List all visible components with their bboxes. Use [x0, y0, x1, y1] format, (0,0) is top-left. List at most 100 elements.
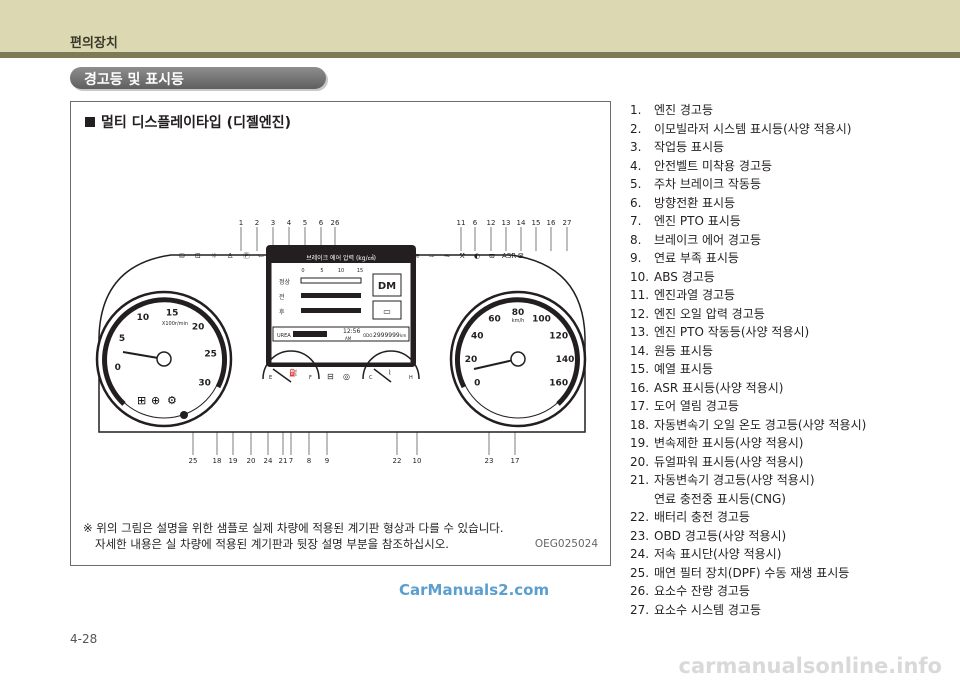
- legend-text: 안전벨트 미착용 경고등: [654, 158, 773, 173]
- callout-top-10: 12: [487, 219, 496, 227]
- callout-bottom-5: 24: [264, 457, 273, 465]
- engine-overheat-icon: ≋: [414, 252, 420, 260]
- odometer-label: ODO: [363, 333, 372, 338]
- callout-bottom-9: 9: [325, 457, 329, 465]
- legend-item: 4.안전벨트 미착용 경고등: [630, 157, 866, 176]
- legend-text: 저속 표시단(사양 적용시): [654, 547, 782, 561]
- legend-number: 23.: [630, 528, 650, 543]
- legend-number: 2.: [630, 121, 642, 136]
- speedo-tick-20: 20: [465, 355, 478, 365]
- legend-number: 3.: [630, 140, 642, 154]
- legend-text: 엔진 경고등: [654, 103, 714, 117]
- legend-item: 17. 도어 열림 경고등: [630, 397, 866, 416]
- callout-top-1: 1: [239, 219, 243, 227]
- callout-top-7: 26: [331, 219, 340, 227]
- speedo-tick-160: 160: [549, 379, 568, 389]
- legend-item: 25.매연 필터 장치(DPF) 수동 재생 표시등: [630, 564, 866, 583]
- callout-bottom-4: 20: [247, 457, 256, 465]
- pressure-row-label: 전: [279, 293, 285, 301]
- shift-limit-icon: ⊕: [151, 394, 160, 407]
- section-title: 경고등 및 표시등: [84, 72, 184, 88]
- battery-icon: ⊟: [327, 372, 334, 381]
- legend-text: 변속제한 표시등(사양 적용시): [654, 436, 804, 450]
- chapter-title: 편의장치: [70, 36, 118, 51]
- legend-text: 엔진과열 경고등: [654, 288, 736, 302]
- legend-text: 엔진 오일 압력 경고등: [654, 306, 765, 321]
- legend-text: 요소수 잔량 경고등: [654, 584, 750, 598]
- legend-text: 엔진 PTO 표시등: [654, 214, 741, 228]
- legend-number: 1.: [630, 103, 642, 117]
- legend-item: 10.ABS 경고등: [630, 268, 866, 287]
- header-band: [0, 0, 960, 52]
- legend-number: 12.: [630, 306, 650, 321]
- speedo-tick-0: 0: [474, 379, 480, 389]
- speedo-tick-80: 80: [512, 308, 525, 318]
- legend-item: 27.요소수 시스템 경고등: [630, 601, 866, 620]
- urea-level: UREA: [277, 333, 291, 339]
- callout-bottom-13: 17: [511, 457, 520, 465]
- callout-top-8: 11: [457, 219, 466, 227]
- tacho-tick-10: 10: [137, 313, 150, 323]
- legend-number: 11.: [630, 288, 650, 302]
- section-heading: 경고등 및 표시등: [70, 67, 326, 89]
- legend-number: 22.: [630, 510, 650, 524]
- legend-item: 13. 엔진 PTO 작동등(사양 적용시): [630, 323, 866, 342]
- callout-top-9: 6: [473, 219, 478, 227]
- legend-number: 25.: [630, 565, 650, 580]
- fuel-pump-icon: ⛽: [289, 368, 298, 377]
- legend-number: 17.: [630, 399, 650, 413]
- page-number: 4-28: [70, 632, 98, 646]
- legend-text: 방향전환 표시등: [654, 195, 736, 210]
- pto-icon: ⚒: [459, 252, 465, 260]
- tacho-tick-5: 5: [119, 334, 125, 344]
- tacho-unit: X100r/min: [162, 321, 188, 327]
- temp-hot-mark: H: [409, 375, 413, 381]
- legend-text: OBD 경고등(사양 적용시): [654, 528, 787, 543]
- legend-text: 도어 열림 경고등: [654, 399, 739, 413]
- display-header: 브레이크 에어 압력 (kg/㎠): [306, 254, 376, 262]
- figure-code: OEG025024: [534, 538, 598, 550]
- legend-number: 13.: [630, 325, 650, 339]
- callout-top-15: 27: [563, 219, 572, 227]
- legend-number: 27.: [630, 602, 650, 617]
- clock-ampm: AM: [345, 336, 352, 341]
- fuel-empty-mark: E: [269, 375, 272, 381]
- figure-title-text: 멀티 디스플레이타입 (디젤엔진): [101, 115, 291, 131]
- dpf-icon: ⊞: [137, 394, 146, 407]
- bullet-square-icon: [85, 117, 95, 127]
- callout-bottom-7: 7: [289, 457, 293, 465]
- legend-number: 5.: [630, 177, 642, 191]
- legend-number: 19.: [630, 436, 650, 450]
- legend-item: 24.저속 표시단(사양 적용시): [630, 545, 866, 564]
- legend-item: 2.이모빌라저 시스템 표시등(사양 적용시): [630, 120, 866, 139]
- speedo-tick-120: 120: [549, 332, 568, 342]
- legend-subtext: 연료 충전중 표시등(CNG): [654, 491, 786, 506]
- seatbelt-icon: ♙: [227, 252, 233, 260]
- callout-bottom-8: 8: [307, 457, 311, 465]
- legend-item: 1. 엔진 경고등: [630, 101, 866, 120]
- legend-item: 5.주차 브레이크 작동등: [630, 175, 866, 194]
- callout-top-13: 15: [532, 219, 541, 227]
- legend-text: 배터리 충전 경고등: [654, 510, 750, 524]
- temp-cold-mark: C: [369, 375, 373, 381]
- legend-item: 19. 변속제한 표시등(사양 적용시): [630, 434, 866, 453]
- odometer-value: 2999999: [373, 332, 400, 339]
- pressure-scale-10: 10: [338, 268, 344, 274]
- parking-brake-icon: Ⓟ: [243, 252, 250, 260]
- legend-item: 3. 작업등 표시등: [630, 138, 866, 157]
- legend-item: 12. 엔진 오일 압력 경고등: [630, 305, 866, 324]
- callout-top-11: 13: [502, 219, 511, 227]
- callout-bottom-2: 18: [213, 457, 222, 465]
- legend-text: 작업등 표시등: [654, 140, 725, 154]
- legend-item: 16.ASR 표시등(사양 적용시): [630, 379, 866, 398]
- callout-bottom-11: 10: [413, 457, 422, 465]
- speedo-tick-100: 100: [532, 314, 551, 324]
- legend-text: 엔진 PTO 작동등(사양 적용시): [654, 325, 810, 339]
- legend-number: 6.: [630, 195, 642, 210]
- legend-item: 15.예열 표시등: [630, 360, 866, 379]
- header-rule: [0, 52, 960, 58]
- legend-number: 14.: [630, 343, 650, 358]
